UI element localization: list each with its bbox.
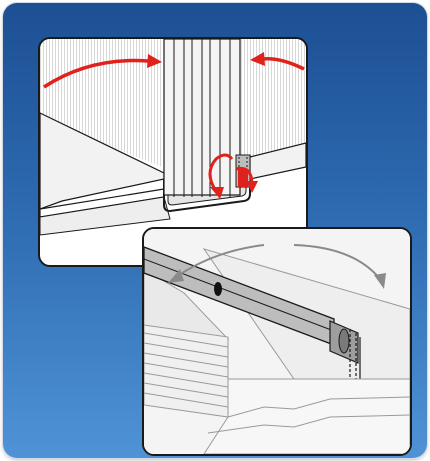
arrow-bracket-head — [246, 181, 258, 193]
swing-arrow-right — [293, 244, 381, 280]
rail-hinge — [329, 320, 361, 387]
top-illustration-panel — [38, 37, 308, 267]
bottom-illustration — [144, 229, 410, 454]
arrow-curl-head — [210, 187, 224, 199]
wall-panel — [163, 39, 241, 197]
arrow-top-left-head — [147, 54, 162, 68]
floor-channel — [163, 177, 251, 213]
swing-arrow-right-head — [374, 273, 386, 289]
floor-slab-left — [40, 196, 171, 236]
rail-hole — [214, 282, 222, 296]
top-illustration — [40, 39, 306, 236]
bottom-illustration-panel — [142, 227, 412, 456]
floor-step — [227, 396, 410, 418]
arrow-top-left — [43, 58, 149, 89]
layered-block — [144, 324, 229, 418]
background-card — [3, 3, 427, 458]
left-wall-surface — [40, 39, 162, 167]
right-wall-surface — [236, 39, 306, 167]
floor-top-left — [40, 112, 165, 210]
swing-arrow-left — [175, 244, 265, 278]
arrow-curl — [208, 153, 234, 192]
arrow-top-right — [261, 56, 305, 71]
floor-step-lower — [207, 414, 410, 434]
edge-rail-line — [144, 258, 335, 332]
lower-floor — [203, 378, 410, 454]
arrow-top-right-head — [250, 52, 265, 66]
swing-arrow-left-head — [168, 269, 184, 283]
